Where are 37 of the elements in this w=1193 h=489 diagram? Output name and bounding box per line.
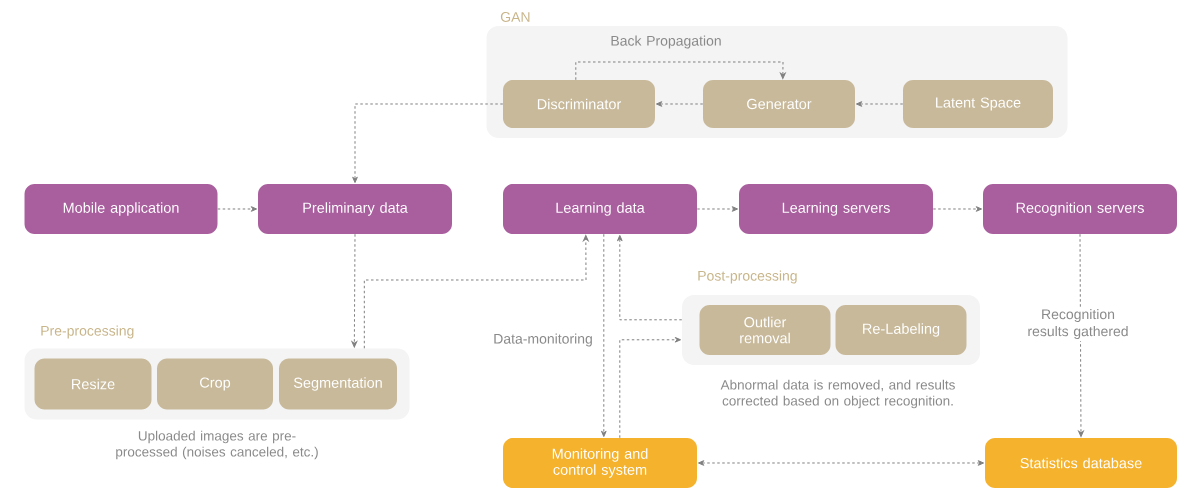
arrow	[932, 206, 983, 212]
caption-text: Uploaded images are pre-processed (noises canceled, etc.)	[116, 430, 318, 460]
arrow	[575, 61, 786, 81]
arrow	[696, 206, 739, 212]
group-heading: Pre-processing	[41, 325, 134, 339]
arrow	[855, 101, 904, 107]
edge-label: Data-monitoring	[494, 333, 592, 347]
output-box: Monitoring and control system	[503, 438, 697, 488]
process-box: Segmentation	[279, 358, 397, 410]
process-box: Latent Space	[903, 80, 1053, 128]
process-box: Preliminary data	[258, 184, 452, 234]
process-box: Outlier removal	[699, 305, 831, 355]
arrow	[352, 103, 504, 184]
output-box: Statistics database	[985, 438, 1177, 488]
edge-label: Back Propagation	[611, 35, 721, 49]
caption-text: Abnormal data is removed, and results corrected based on object recognition.	[720, 379, 955, 409]
process-box: Recognition servers	[983, 184, 1177, 234]
arrow	[363, 234, 589, 349]
arrow	[1078, 233, 1084, 438]
arrow	[617, 234, 683, 321]
edge-label: Recognition results gathered	[1016, 306, 1140, 341]
process-box: Generator	[703, 80, 855, 128]
process-box: Learning data	[503, 184, 697, 234]
arrow	[655, 101, 704, 107]
process-box: Resize	[34, 358, 152, 410]
arrow	[601, 233, 607, 438]
arrow	[619, 336, 682, 439]
arrow	[697, 460, 985, 466]
process-box: Mobile application	[24, 184, 218, 234]
group-heading: Post-processing	[698, 270, 797, 284]
arrow	[217, 206, 258, 212]
process-box: Discriminator	[503, 80, 655, 128]
arrow	[351, 233, 358, 348]
process-box: Learning servers	[739, 184, 933, 234]
group-heading: GAN	[500, 12, 530, 22]
process-box: Crop	[157, 358, 273, 410]
process-box: Re-Labeling	[835, 305, 967, 355]
